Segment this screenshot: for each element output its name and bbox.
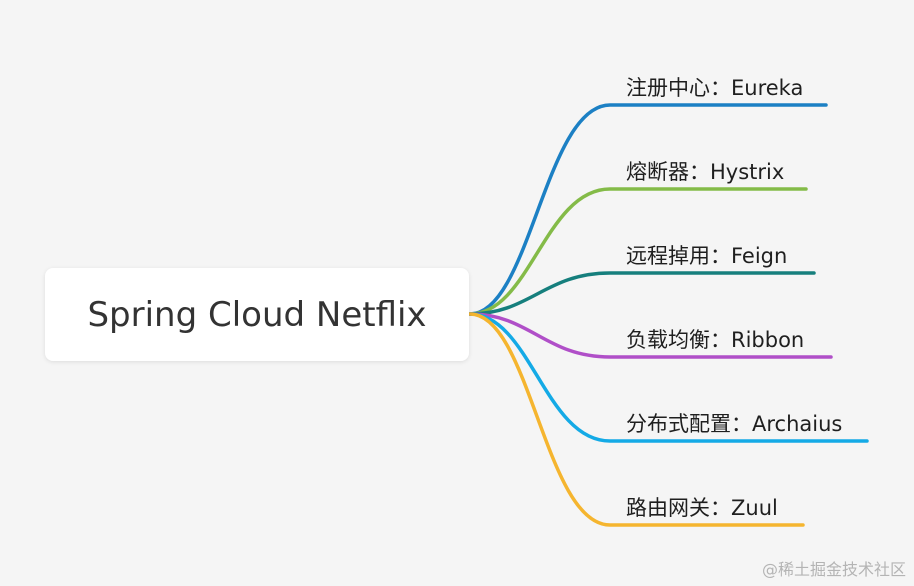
connector-zuul: [468, 312, 805, 527]
connector-hystrix: [468, 187, 808, 316]
connector-archaius: [468, 312, 869, 443]
connector-eureka: [468, 103, 828, 316]
root-node-label: Spring Cloud Netflix: [87, 294, 427, 335]
branch-label-archaius[interactable]: 分布式配置：Archaius: [626, 412, 843, 436]
branch-label-hystrix[interactable]: 熔断器：Hystrix: [626, 160, 785, 184]
branch-label-zuul[interactable]: 路由网关：Zuul: [626, 496, 778, 520]
watermark: @稀土掘金技术社区: [761, 560, 906, 579]
branch-label-ribbon[interactable]: 负载均衡：Ribbon: [626, 328, 805, 352]
branch-label-feign[interactable]: 远程掉用：Feign: [626, 244, 788, 268]
root-node[interactable]: Spring Cloud Netflix: [45, 268, 469, 361]
connector-ribbon: [468, 312, 833, 359]
connector-feign: [468, 271, 816, 316]
branch-label-eureka[interactable]: 注册中心：Eureka: [626, 76, 804, 100]
